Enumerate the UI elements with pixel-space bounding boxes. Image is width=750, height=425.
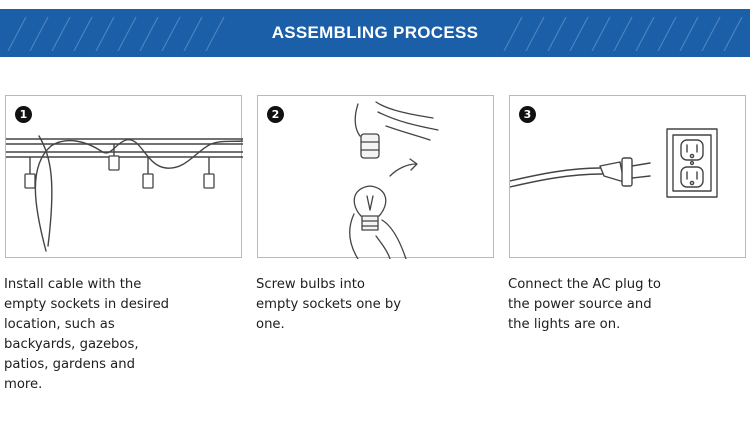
step-1-caption: Install cable with the empty sockets in … <box>4 277 170 392</box>
ac-plug-outlet-icon <box>510 128 718 198</box>
diagonal-stripes-decoration <box>7 16 743 52</box>
step-number-badge: 2 <box>267 106 284 123</box>
page-title: ASSEMBLING PROCESS <box>271 23 479 42</box>
header-banner: ASSEMBLING PROCESS <box>0 9 750 57</box>
step-2-caption: Screw bulbs into empty sockets one by on… <box>256 277 402 332</box>
step-number-badge: 3 <box>519 106 536 123</box>
step-3-caption: Connect the AC plug to the power source … <box>508 277 661 332</box>
screw-bulb-hands-icon <box>348 101 439 259</box>
step-3-panel: 3 <box>509 95 746 258</box>
step-1-panel: 1 <box>5 95 243 258</box>
step-number-badge: 1 <box>15 106 32 123</box>
step-2-panel: 2 <box>257 95 494 259</box>
cable-hanging-over-beams-icon <box>6 135 243 252</box>
